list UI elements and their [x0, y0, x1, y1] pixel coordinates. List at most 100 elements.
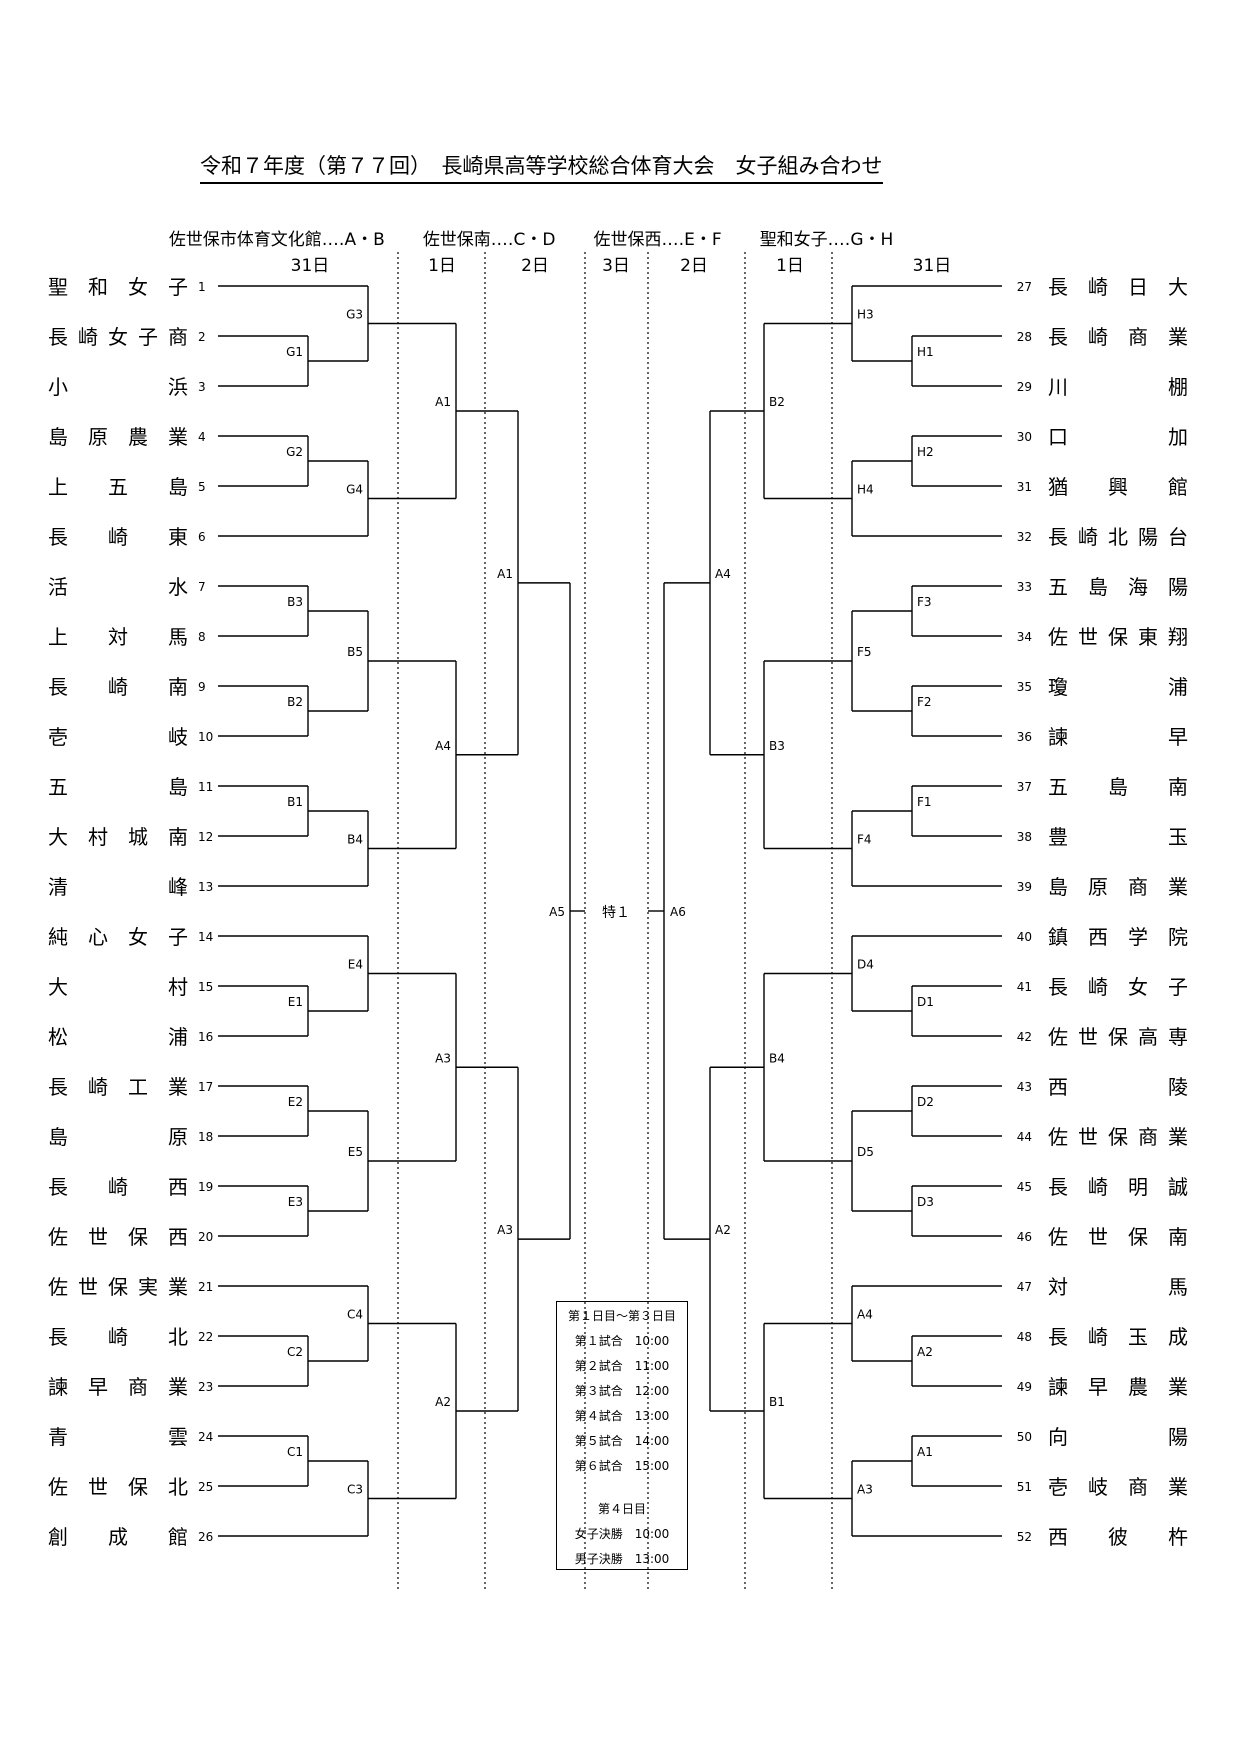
match-label: F1 — [917, 795, 932, 809]
match-label: G1 — [286, 345, 303, 359]
team-name: 活水 — [48, 575, 188, 599]
match-label: A1 — [435, 395, 451, 409]
schedule-day4-header: 第４日目 — [597, 1502, 646, 1516]
team-name: 長崎明誠 — [1048, 1175, 1188, 1199]
team-name: 長崎北 — [48, 1325, 188, 1349]
match-label: E1 — [288, 995, 303, 1009]
team-number: 50 — [1017, 1430, 1032, 1444]
match-label: F4 — [857, 833, 872, 847]
match-label: H1 — [917, 345, 934, 359]
team-number: 46 — [1017, 1230, 1032, 1244]
match-label: B2 — [769, 395, 785, 409]
team-name: 聖和女子 — [48, 275, 188, 299]
team-number: 7 — [198, 580, 206, 594]
team-number: 34 — [1017, 630, 1032, 644]
semifinal-label: A5 — [549, 905, 565, 919]
team-name: 長崎西 — [48, 1175, 188, 1199]
team-name: 口加 — [1048, 425, 1188, 449]
team-number: 17 — [198, 1080, 213, 1094]
team-number: 21 — [198, 1280, 213, 1294]
team-number: 52 — [1017, 1530, 1032, 1544]
match-label: G2 — [286, 445, 303, 459]
team-name: 西陵 — [1048, 1075, 1188, 1099]
team-number: 37 — [1017, 780, 1032, 794]
match-label: D3 — [917, 1195, 934, 1209]
match-label: B1 — [769, 1395, 785, 1409]
team-name: 佐世保実業 — [48, 1275, 188, 1299]
team-number: 30 — [1017, 430, 1032, 444]
schedule-box: 第１日目～第３日目 第１試合 10:00 第２試合 11:00 第３試合 12:… — [556, 1301, 688, 1570]
team-number: 45 — [1017, 1180, 1032, 1194]
match-label: B3 — [769, 739, 785, 753]
team-number: 28 — [1017, 330, 1032, 344]
match-label: A4 — [857, 1308, 873, 1322]
team-number: 51 — [1017, 1480, 1032, 1494]
schedule-game: 第６試合 15:00 — [574, 1459, 670, 1473]
team-number: 41 — [1017, 980, 1032, 994]
schedule-game: 第４試合 13:00 — [574, 1409, 670, 1423]
team-name: 長崎女子商 — [48, 325, 188, 349]
schedule-final: 男子決勝 13:00 — [574, 1552, 670, 1566]
match-label: A4 — [435, 739, 451, 753]
schedule-game: 第５試合 14:00 — [574, 1434, 670, 1448]
team-number: 25 — [198, 1480, 213, 1494]
team-number: 33 — [1017, 580, 1032, 594]
match-label: G3 — [346, 308, 363, 322]
team-name: 島原商業 — [1048, 875, 1188, 899]
team-name: 島原 — [48, 1125, 188, 1149]
team-name: 長崎北陽台 — [1048, 525, 1188, 549]
team-number: 19 — [198, 1180, 213, 1194]
venue-item: 佐世保市体育文化館‥‥A・B — [168, 230, 385, 250]
venue-item: 佐世保西‥‥E・F — [593, 230, 722, 250]
team-name: 壱岐商業 — [1048, 1475, 1188, 1499]
final-label: 特１ — [602, 905, 630, 921]
team-number: 2 — [198, 330, 206, 344]
team-number: 15 — [198, 980, 213, 994]
match-label: F5 — [857, 645, 872, 659]
team-name: 諫早 — [1048, 725, 1188, 749]
team-number: 3 — [198, 380, 206, 394]
match-label: E4 — [348, 958, 363, 972]
column-heading: 2日 — [521, 256, 549, 276]
team-name: 佐世保東翔 — [1048, 625, 1188, 649]
match-label: B5 — [347, 645, 363, 659]
team-name: 小浜 — [48, 375, 188, 399]
match-label: A3 — [857, 1483, 873, 1497]
team-name: 青雲 — [48, 1425, 188, 1449]
team-number: 8 — [198, 630, 206, 644]
team-name: 瓊浦 — [1048, 675, 1188, 699]
column-heading: 31日 — [913, 256, 952, 276]
venue-item: 聖和女子‥‥G・H — [759, 230, 894, 250]
team-name: 創成館 — [48, 1525, 188, 1549]
team-number: 40 — [1017, 930, 1032, 944]
team-name: 長崎工業 — [48, 1075, 188, 1099]
team-name: 豊玉 — [1048, 825, 1188, 849]
schedule-game: 第１試合 10:00 — [574, 1334, 670, 1348]
team-number: 20 — [198, 1230, 213, 1244]
team-number: 24 — [198, 1430, 213, 1444]
match-label: B4 — [769, 1051, 785, 1065]
team-name: 純心女子 — [48, 925, 188, 949]
team-name: 佐世保商業 — [1048, 1125, 1188, 1149]
match-label: E2 — [288, 1095, 303, 1109]
match-label: C3 — [347, 1483, 363, 1497]
team-number: 18 — [198, 1130, 213, 1144]
team-name: 島原農業 — [48, 425, 188, 449]
team-name: 大村 — [48, 975, 188, 999]
match-label: H2 — [917, 445, 934, 459]
match-label: D4 — [857, 958, 874, 972]
column-heading: 3日 — [602, 256, 630, 276]
team-number: 12 — [198, 830, 213, 844]
team-name: 五島 — [48, 775, 188, 799]
match-label: A3 — [435, 1051, 451, 1065]
team-number: 4 — [198, 430, 206, 444]
match-label: C1 — [287, 1445, 303, 1459]
team-number: 10 — [198, 730, 213, 744]
page-title: 令和７年度（第７７回） 長崎県高等学校総合体育大会 女子組み合わせ — [200, 150, 883, 184]
team-number: 42 — [1017, 1030, 1032, 1044]
team-name: 上対馬 — [48, 625, 188, 649]
match-label: D1 — [917, 995, 934, 1009]
team-name: 大村城南 — [48, 825, 188, 849]
